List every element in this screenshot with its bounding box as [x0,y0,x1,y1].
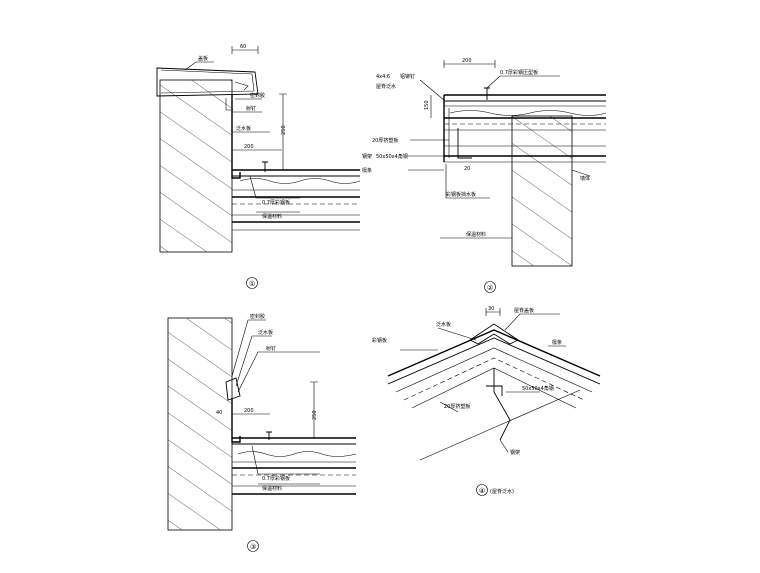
label-4-frame: 钢架 [510,449,520,456]
screw-1 [262,161,268,172]
detail-1-number: ① [249,280,255,288]
label-4-flashing: 泛水板 [436,321,451,328]
detail-3-number: ③ [250,543,256,551]
label-1-nail: 射钉 [246,105,256,112]
coping-1 [156,67,259,97]
ridge-cap-4 [469,323,519,345]
detail-4: 30 屋脊盖板 彩钢板 泛水板 20厚挤塑板 檩条 50x50x4角钢 钢架 ④… [372,306,601,496]
label-1-sealant: 密封胶 [250,92,265,99]
frame-4 [493,368,511,441]
detail-3: 250 200 40 密封胶 泛水板 射钉 0.7厚彩钢板 保温材料 ③ [167,313,357,552]
label-4-purlin: 檩条 [552,339,562,346]
label-3-nail: 射钉 [266,345,276,352]
detail-2: 200 150 20 4x4.6 铝铆钉 屋脊泛水 0.7厚彩钢压型板 20厚挤… [362,58,607,293]
label-2-frame: 钢架 [362,153,372,160]
label-4-angle: 50x50x4角钢 [522,385,554,392]
detail-4-title: (屋脊泛水) [490,488,514,495]
label-1-coping: 盖板 [198,55,208,62]
label-2-rivet: 铝铆钉 [400,73,415,80]
label-2-stop: 彩钢板挡水板 [446,191,476,198]
label-3-flashing: 泛水板 [258,329,273,336]
screw-2 [484,87,490,100]
detail-2-number: ② [487,284,493,292]
sealant-3 [225,377,241,401]
wall-1 [159,79,233,253]
label-3-sheet: 0.7厚彩钢板 [262,475,290,482]
label-1-flashing: 泛水板 [236,125,251,132]
label-2-size: 4x4.6 [376,74,390,80]
label-2-ridge: 屋脊泛水 [376,83,396,90]
dim-2-side: 150 [424,100,430,110]
flashing-3 [231,398,241,443]
dim-3-side: 250 [312,410,318,420]
dim-2-small: 20 [464,166,470,172]
detail-4-number: ④ [479,487,485,495]
label-2-board: 20厚挤塑板 [372,137,398,144]
dim-1-lap: 200 [244,144,254,150]
label-1-sheet: 0.7厚彩钢板 [262,199,290,206]
label-1-insulation: 保温材料 [262,213,282,220]
flashing-1 [231,94,241,179]
label-4-sheet: 彩钢板 [372,337,387,344]
label-2-insulation: 保温材料 [466,231,486,238]
dim-1-side: 250 [281,125,287,135]
label-2-purlin: 檩条 [362,167,372,174]
label-4-cap: 屋脊盖板 [514,307,534,314]
dim-2-top: 200 [462,58,472,64]
label-2-wall: 墙体 [580,175,590,182]
detail-1: 60 250 200 盖板 密封胶 射钉 泛水板 0.7厚彩钢板 保温材料 ① [156,44,361,289]
label-2-sheet: 0.7厚彩钢压型板 [500,69,538,76]
dim-1-top: 60 [240,44,246,50]
dim-3-small: 40 [216,410,222,416]
dim-4-top: 30 [488,306,494,312]
wall-2 [511,115,573,267]
dim-3-lap: 200 [244,408,254,414]
label-2-angle: 50x50x4角钢 [376,153,408,160]
screw-3 [266,431,272,440]
label-3-sealant: 密封胶 [250,313,265,320]
label-4-board: 20厚挤塑板 [444,403,470,410]
label-3-insulation: 保温材料 [262,485,282,492]
wall-3 [167,317,233,531]
